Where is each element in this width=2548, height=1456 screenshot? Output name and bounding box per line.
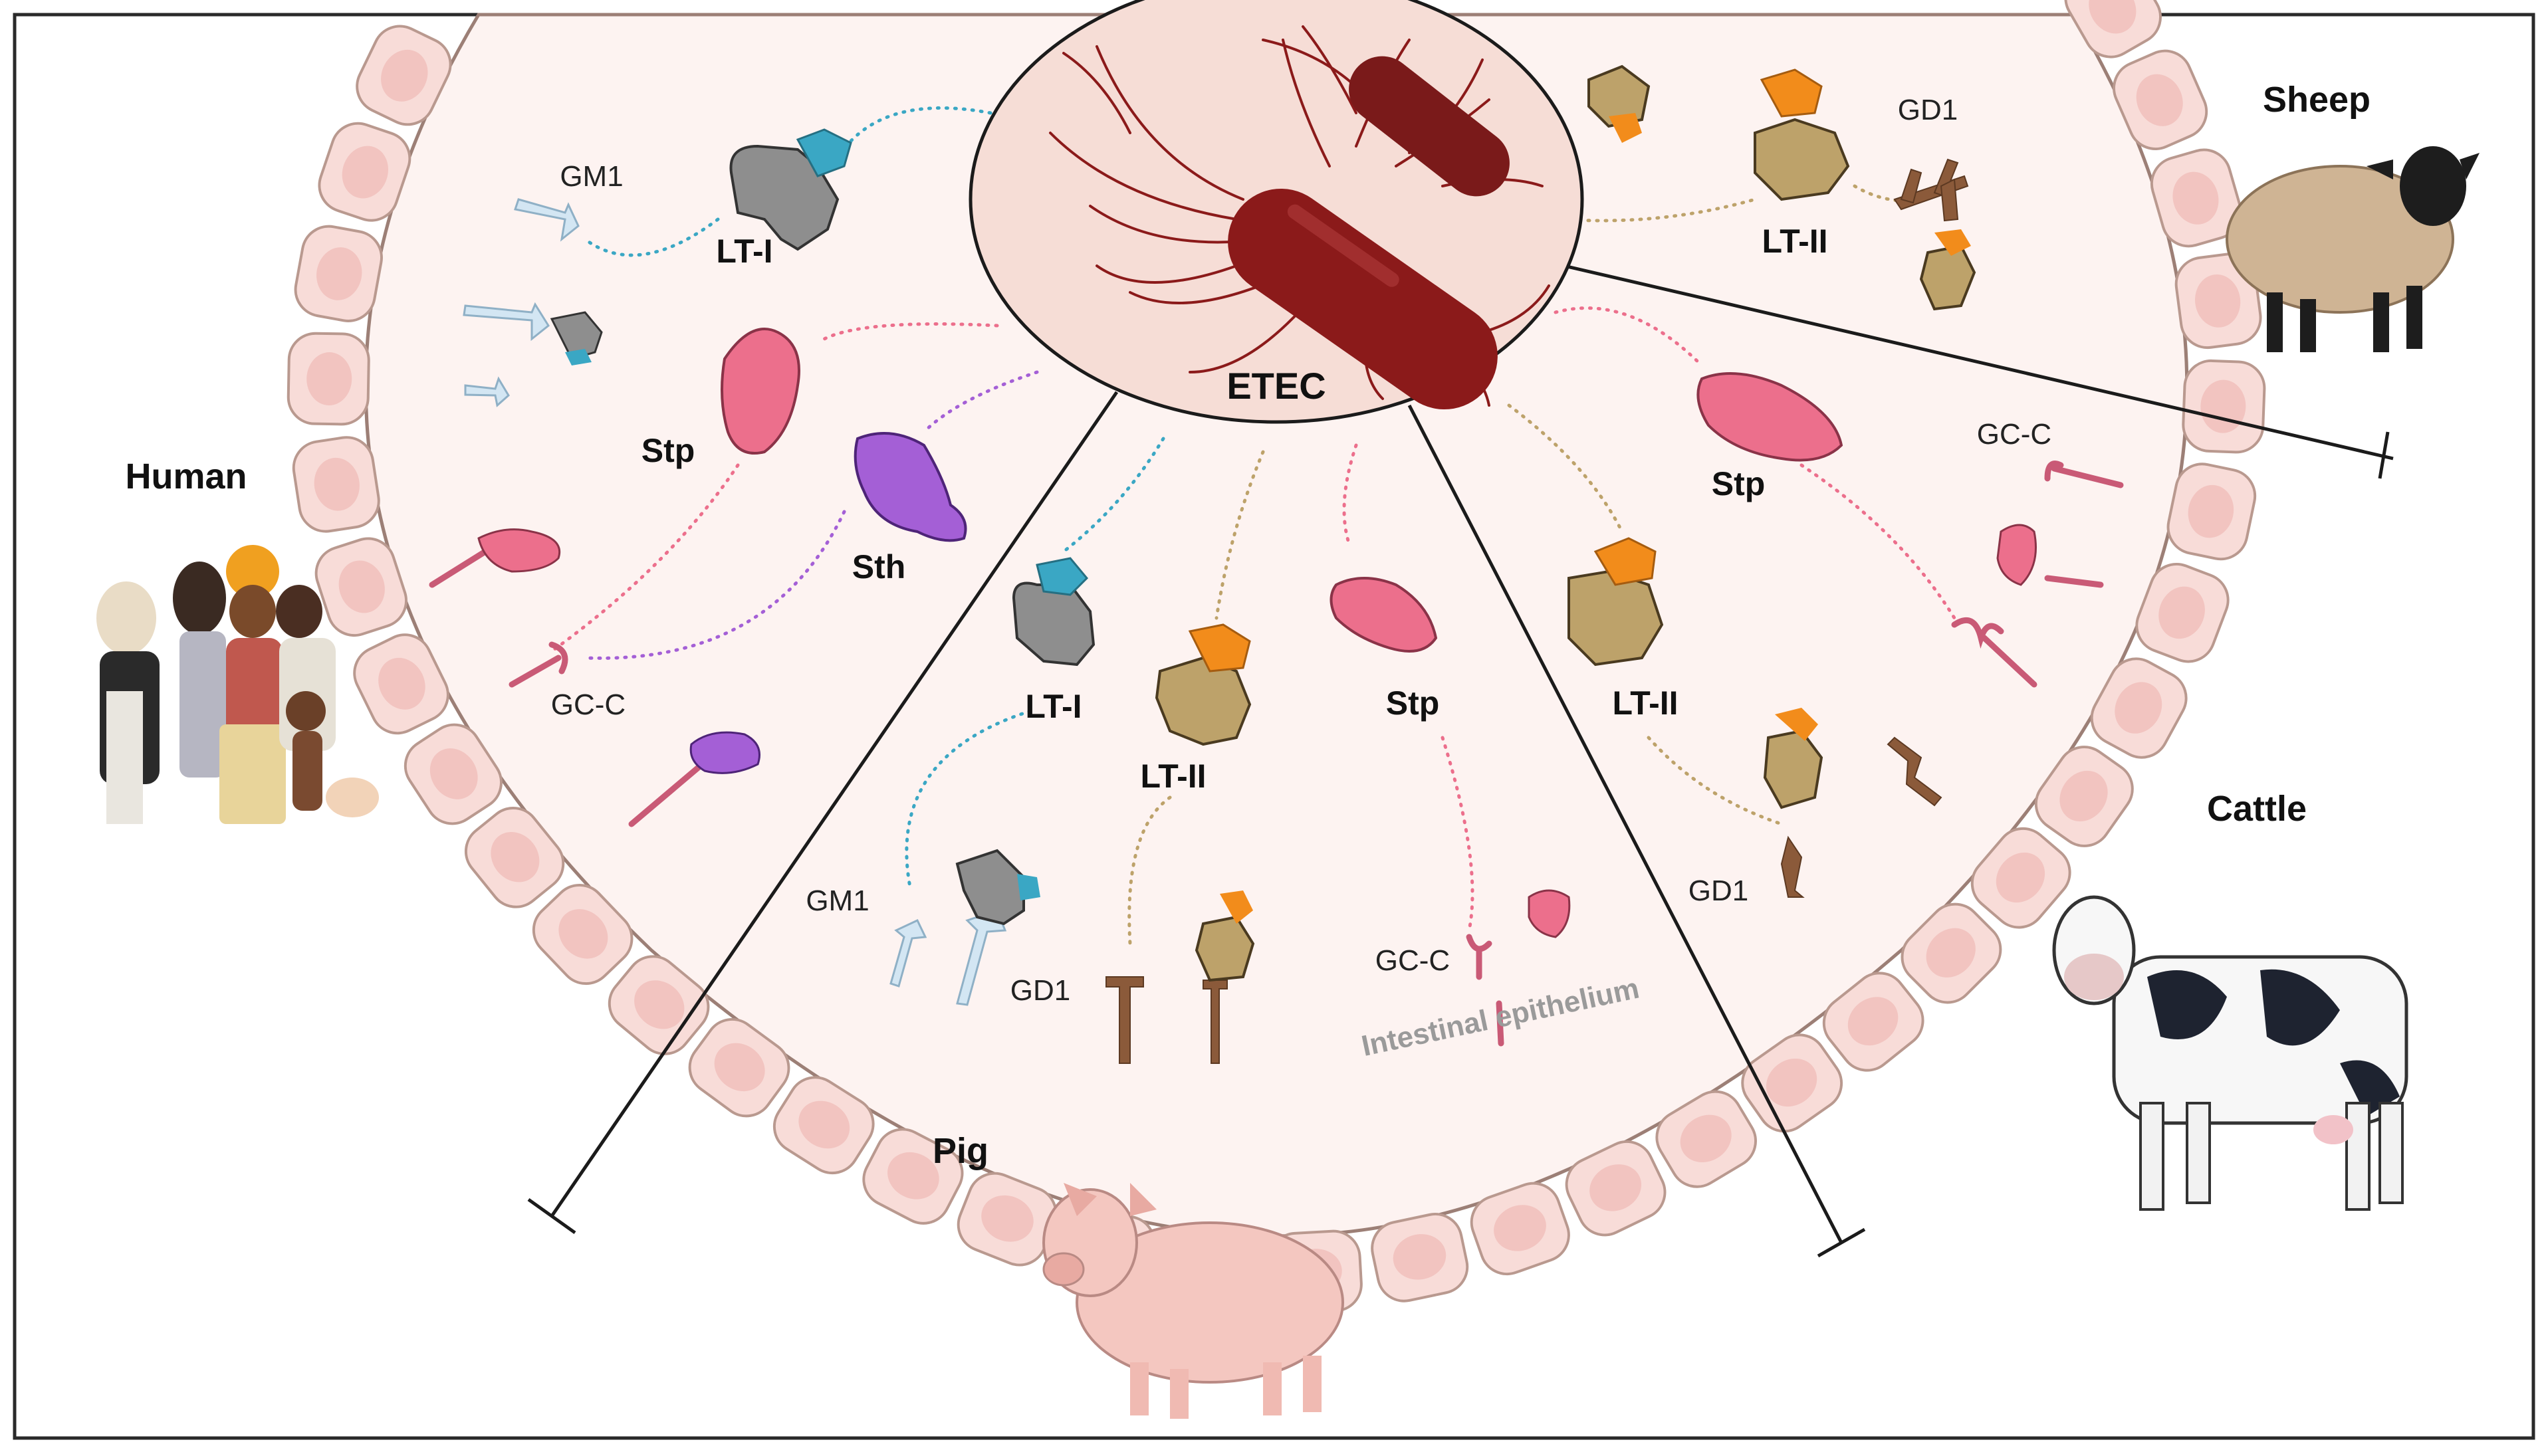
cell-nucleus — [1589, 1164, 1642, 1211]
divider-sheep — [1535, 257, 2394, 479]
cell-nucleus — [342, 146, 388, 199]
stp-toxin-human-bound — [477, 528, 560, 573]
cell-nucleus — [558, 909, 608, 959]
cell-nucleus — [634, 980, 685, 1029]
bacterium-large — [1228, 188, 1498, 410]
cell-nucleus — [2089, 0, 2137, 34]
lt2-toxin-pig — [1155, 623, 1252, 746]
lt2-toxin-sheep — [1754, 68, 1850, 201]
receptor-label-gcc-human: GC-C — [551, 688, 626, 721]
cell-nucleus — [306, 352, 352, 406]
stp-toxin-pig — [1330, 577, 1438, 653]
etec-bacteria-circle — [969, 0, 1584, 424]
cell-nucleus — [2188, 484, 2234, 538]
cell-nucleus — [714, 1043, 765, 1092]
toxin-label-lt2-pig: LT-II — [1140, 758, 1206, 795]
toxin-label-lt2-cattle: LT-II — [1612, 684, 1678, 722]
cell-nucleus — [314, 457, 360, 511]
pig-illustration — [1042, 1183, 1344, 1419]
cattle-illustration — [2052, 895, 2408, 1211]
toxin-label-lt1-human: LT-I — [716, 233, 772, 270]
cell-nucleus — [2059, 770, 2108, 822]
toxin-label-stp-cattle: Stp — [1712, 465, 1766, 502]
lt2-toxin-cattle-bound — [1763, 708, 1823, 809]
cell-nucleus — [981, 1195, 1034, 1242]
lt1-toxin-human-bound — [550, 311, 603, 365]
cell-nucleus — [1926, 928, 1976, 978]
cell-nucleus — [2115, 682, 2162, 734]
host-label-cattle: Cattle — [2207, 789, 2307, 829]
cell-nucleus — [1847, 997, 1899, 1046]
cell-nucleus — [2136, 74, 2183, 126]
epithelial-cells — [287, 0, 2266, 1314]
gcc-receptors — [429, 461, 2124, 1047]
cell-nucleus — [1680, 1114, 1732, 1162]
divider-cattle — [1407, 404, 1866, 1258]
toxin-label-stp-pig: Stp — [1386, 684, 1440, 722]
toxin-connectors — [550, 106, 1956, 946]
lt2-toxin-cattle — [1567, 537, 1664, 667]
host-label-human: Human — [125, 457, 247, 496]
stp-toxin-pig-free — [1528, 889, 1571, 938]
receptor-label-gcc-pig: GC-C — [1375, 944, 1450, 977]
lt2-toxin-sheep-bound — [1919, 229, 1976, 311]
stp-toxin-cattle — [1696, 372, 1843, 462]
human-group-illustration — [96, 545, 379, 824]
cell-nucleus — [2195, 274, 2241, 328]
cell-nucleus — [338, 560, 385, 613]
cell-nucleus — [2158, 586, 2205, 639]
lt1-toxin-pig-bound — [955, 849, 1040, 926]
stp-toxin-human — [721, 328, 800, 455]
cell-nucleus — [381, 49, 428, 102]
receptor-label-gm1-human: GM1 — [560, 160, 623, 193]
cell-nucleus — [2172, 171, 2219, 225]
sth-toxin-human-bound — [689, 731, 760, 774]
cell-nucleus — [429, 748, 478, 799]
cell-nucleus — [1766, 1058, 1817, 1107]
cell-nucleus — [887, 1152, 939, 1199]
sheep-illustration — [2226, 146, 2480, 352]
cell-nucleus — [491, 831, 540, 883]
cell-nucleus — [2200, 379, 2246, 433]
lt2-toxin-pig-bound — [1195, 890, 1255, 982]
bacterium-small — [1349, 56, 1510, 197]
lt2-toxin-sheep-free — [1587, 64, 1651, 143]
host-label-pig: Pig — [933, 1131, 988, 1171]
cell-nucleus — [798, 1100, 850, 1149]
host-label-sheep: Sheep — [2263, 80, 2371, 120]
stp-toxin-cattle-bound — [1996, 524, 2037, 586]
gd1-receptors — [1105, 158, 1969, 1064]
lt1-toxin-pig — [1012, 557, 1096, 667]
toxin-label-sth-human: Sth — [852, 548, 906, 585]
cell-nucleus — [1494, 1205, 1546, 1251]
toxin-label-lt1-pig: LT-I — [1025, 688, 1082, 725]
cell-nucleus — [1393, 1234, 1447, 1280]
etec-label: ETEC — [1226, 365, 1326, 407]
receptor-label-gd1-cattle: GD1 — [1688, 875, 1748, 907]
toxin-label-stp-human: Stp — [641, 432, 695, 469]
cell-nucleus — [378, 657, 425, 710]
cell-nucleus — [316, 247, 362, 300]
receptor-label-gd1-pig: GD1 — [1010, 974, 1070, 1007]
sth-toxin-human — [854, 432, 967, 542]
lt1-toxin-human — [729, 128, 852, 251]
receptor-label-gd1-sheep: GD1 — [1898, 94, 1958, 126]
toxin-label-lt2-sheep: LT-II — [1762, 223, 1827, 260]
divider-pig — [527, 391, 1119, 1235]
cell-nucleus — [1996, 852, 2045, 903]
receptor-label-gcc-cattle: GC-C — [1977, 418, 2051, 451]
receptor-label-gm1-pig: GM1 — [806, 884, 869, 917]
